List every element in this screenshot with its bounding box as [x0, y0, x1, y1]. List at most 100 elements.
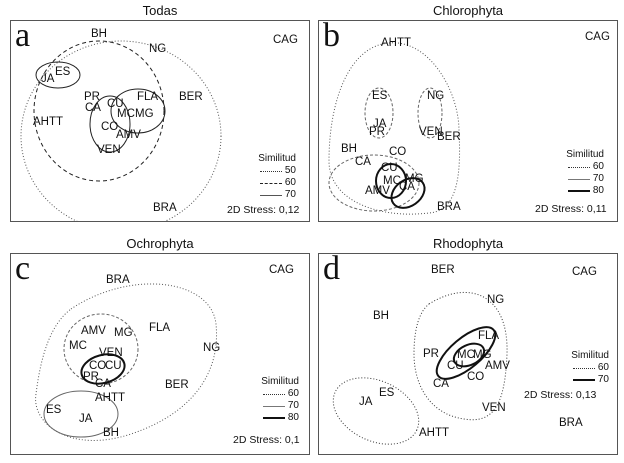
site-label: BRA — [106, 274, 130, 286]
site-label: ES — [55, 66, 71, 78]
site-label: CA — [433, 378, 449, 390]
cluster-80-mg — [390, 177, 426, 209]
legend-title: Similitud — [261, 376, 299, 387]
legend: Similitud 50 60 70 — [241, 153, 296, 201]
panel-letter: b — [323, 17, 340, 54]
panel-b: b AHTT CAG ES NG JA PR VEN BER BH CO CA … — [318, 17, 618, 222]
panel-letter: c — [15, 250, 31, 287]
cluster-70-mcmg — [452, 342, 486, 368]
legend-item-80: 80 — [241, 412, 299, 424]
site-label: FLA — [149, 322, 171, 334]
site-label: CU — [447, 360, 464, 372]
cluster-70-es-ja — [43, 390, 119, 438]
site-label: CO — [389, 146, 407, 158]
site-label: NG — [427, 90, 445, 102]
cluster-70-fla-mg — [110, 88, 166, 134]
cluster-60 — [33, 40, 165, 182]
site-label: CAG — [273, 34, 298, 46]
cluster-60-ja-es — [332, 377, 420, 445]
site-label: FLA — [137, 91, 159, 103]
panel-c-clusters — [35, 283, 218, 441]
site-label: JA — [373, 118, 387, 130]
panel-a: a BH NG CAG ES JA PR CA CU MC FLA MG BER… — [10, 17, 310, 222]
site-label: ES — [46, 404, 62, 416]
site-label: BH — [341, 143, 357, 155]
cluster-70-ng-ven — [417, 87, 443, 139]
site-label: FLA — [478, 330, 500, 342]
site-label: PR — [423, 348, 439, 360]
site-label: PR — [83, 371, 99, 383]
cluster-60 — [35, 283, 218, 441]
site-label: CA — [399, 181, 415, 193]
site-label: MC — [117, 108, 135, 120]
site-label: BRA — [153, 202, 177, 214]
site-label: BER — [437, 131, 461, 143]
legend: Similitud 60 70 — [554, 350, 609, 386]
panel-a-title: Todas — [142, 3, 178, 18]
legend-item-70: 70 — [241, 400, 299, 412]
site-label: CA — [85, 102, 101, 114]
cluster-70-fla — [435, 326, 497, 380]
legend: Similitud 60 70 80 — [241, 376, 299, 424]
site-label: CO — [101, 121, 119, 133]
cluster-70-bh — [328, 154, 420, 212]
site-label: CA — [355, 156, 371, 168]
site-label: AHTT — [33, 116, 64, 128]
legend-item-70: 70 — [554, 374, 609, 386]
legend-item-70: 70 — [549, 173, 604, 185]
site-label: MG — [135, 108, 154, 120]
site-label: VEN — [97, 144, 121, 156]
panel-letter: d — [323, 250, 340, 287]
site-label: PR — [369, 126, 385, 138]
site-label: JA — [41, 73, 55, 85]
legend-item-50: 50 — [241, 165, 296, 177]
cluster-70-jaes — [35, 61, 81, 89]
stress-value: 2D Stress: 0,12 — [227, 204, 300, 216]
site-label: MC — [457, 349, 475, 361]
panel-d: d BER CAG NG BH FLA PR MC MG CU AMV CO C… — [318, 250, 618, 455]
legend-item-80: 80 — [549, 185, 604, 197]
site-label: BH — [373, 310, 389, 322]
site-label: AHTT — [381, 37, 412, 49]
site-label: ES — [379, 387, 395, 399]
site-label: CU — [381, 162, 398, 174]
legend-item-60: 60 — [554, 362, 609, 374]
panel-letter: a — [15, 17, 31, 54]
cluster-70-es-ja — [364, 87, 394, 139]
legend-title: Similitud — [566, 149, 604, 160]
legend-title: Similitud — [571, 350, 609, 361]
site-label: CA — [95, 378, 111, 390]
legend-item-60: 60 — [241, 388, 299, 400]
site-label: BH — [91, 28, 107, 40]
site-label: MG — [473, 349, 492, 361]
cluster-80-pr-ca — [80, 353, 126, 385]
stress-value: 2D Stress: 0,13 — [524, 389, 597, 401]
site-label: AMV — [81, 325, 106, 337]
site-label: CO — [89, 360, 107, 372]
panel-b-title: Chlorophyta — [432, 3, 504, 18]
site-label: BRA — [437, 201, 461, 213]
site-label: JA — [79, 413, 93, 425]
legend: Similitud 60 70 80 — [549, 149, 604, 197]
site-label: CO — [467, 371, 485, 383]
panel-c: c CAG BRA AMV MG FLA MC VEN NG CO CU PR … — [10, 250, 310, 455]
site-label: BH — [103, 427, 119, 439]
site-label: AHTT — [419, 427, 450, 439]
site-label: BRA — [559, 417, 583, 429]
cluster-60-main — [413, 291, 508, 421]
panel-a-clusters — [20, 40, 222, 221]
panel-b-clusters — [328, 42, 461, 215]
site-label: AMV — [485, 360, 510, 372]
cluster-60 — [328, 42, 461, 215]
legend-item-70: 70 — [241, 189, 296, 201]
site-label: BER — [165, 379, 189, 391]
site-label: PR — [84, 91, 100, 103]
site-label: VEN — [419, 126, 443, 138]
site-label: MG — [405, 173, 424, 185]
site-label: AMV — [365, 185, 390, 197]
site-label: MC — [383, 175, 401, 187]
site-label: NG — [149, 43, 167, 55]
cluster-50 — [20, 40, 222, 221]
legend-item-60: 60 — [241, 177, 296, 189]
legend-title: Similitud — [258, 153, 296, 164]
